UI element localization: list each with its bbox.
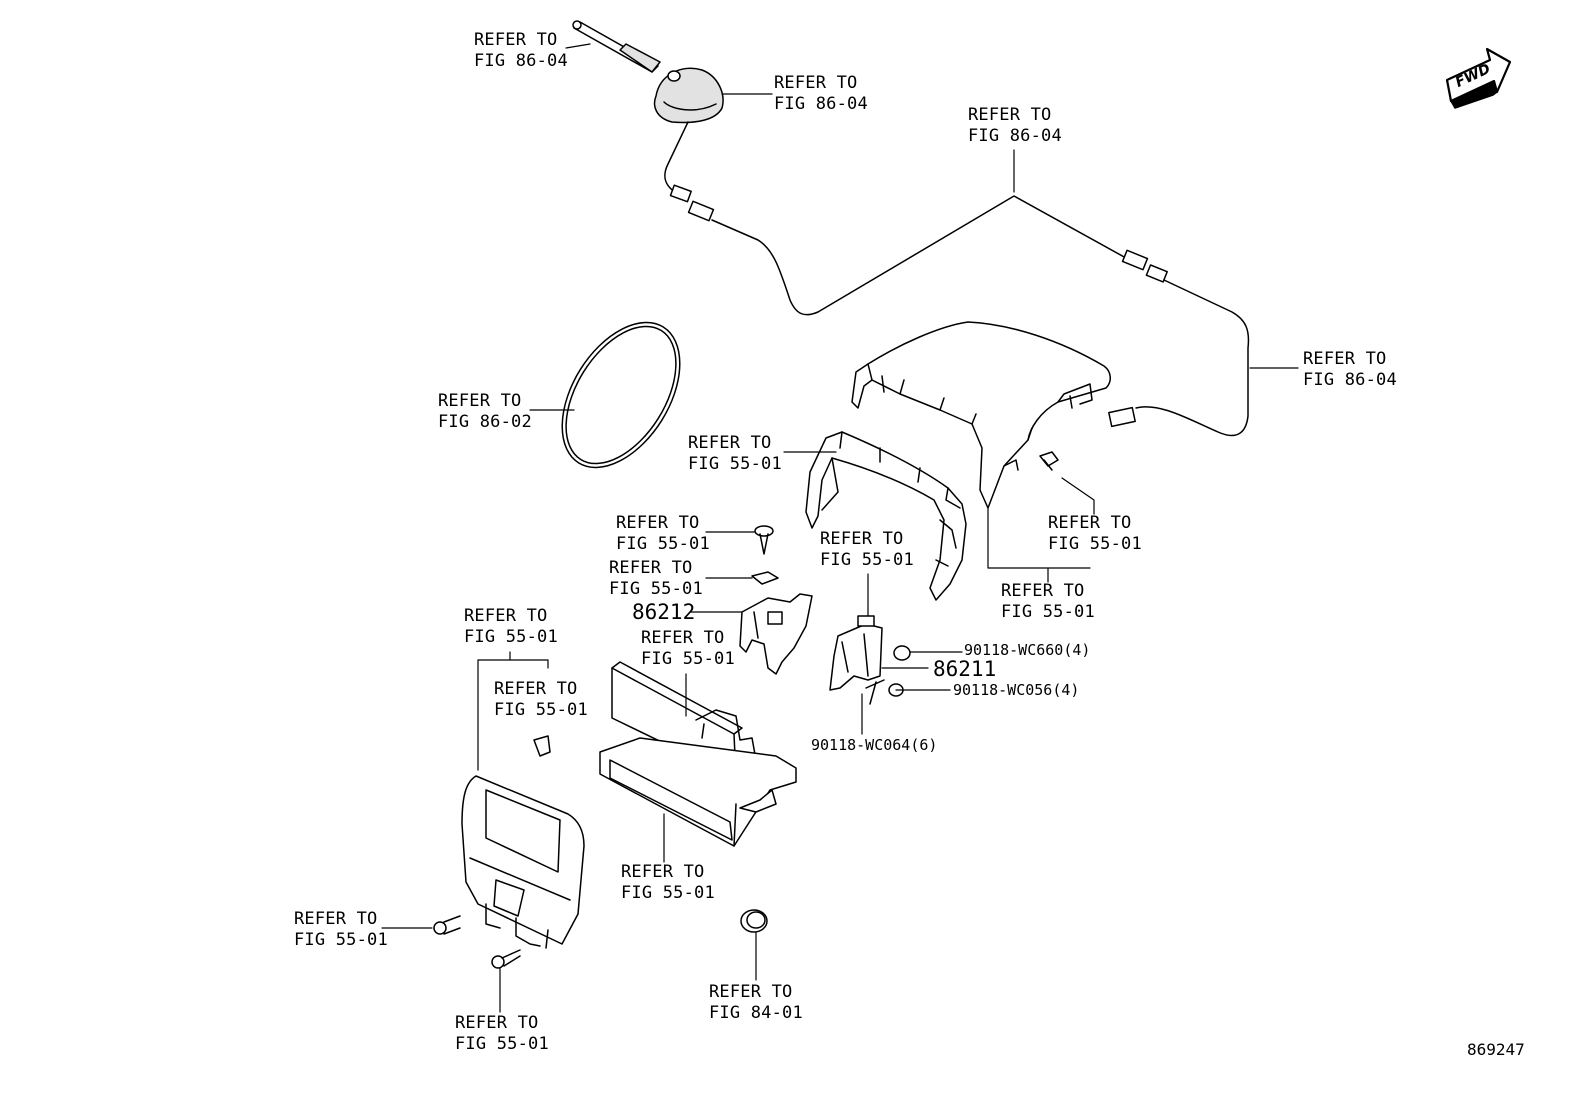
clip-bezel: [533, 735, 551, 757]
callout-line-2: FIG 86-04: [968, 126, 1062, 146]
callout-line-2: FIG 86-02: [438, 412, 532, 432]
bolts: [865, 645, 911, 705]
callout-line-2: FIG 86-04: [1303, 370, 1397, 390]
callout-line-2: FIG 55-01: [464, 627, 558, 647]
callout-line-1: REFER TO: [474, 30, 558, 50]
callout-line-2: FIG 55-01: [641, 649, 735, 669]
callout-line-2: FIG 55-01: [609, 579, 703, 599]
callout-line-1: REFER TO: [968, 105, 1052, 125]
callout-line-1: REFER TO: [438, 391, 522, 411]
callout-line-2: FIG 55-01: [688, 454, 782, 474]
meter-surround-frame: [805, 431, 967, 601]
fwd-arrow-icon: [1445, 47, 1512, 109]
screw-upper: [754, 525, 774, 555]
callout-line-2: FIG 84-01: [709, 1003, 803, 1023]
radio-housing: [599, 737, 797, 847]
callout-line-2: FIG 55-01: [621, 883, 715, 903]
clip-hood: [1039, 451, 1059, 471]
callout-line-1: REFER TO: [1048, 513, 1132, 533]
callout-line-2: FIG 55-01: [1048, 534, 1142, 554]
callout-line-1: REFER TO: [820, 529, 904, 549]
callout-line-2: FIG 55-01: [616, 534, 710, 554]
part-number-86211: 86211: [933, 657, 997, 681]
fastener-wc064: 90118-WC064(6): [811, 736, 938, 754]
drawing-id: 869247: [1467, 1040, 1525, 1059]
screw-bezel-bottom: [491, 949, 521, 969]
center-bezel-panel: [461, 775, 585, 949]
part-number-86212: 86212: [632, 600, 696, 624]
antenna-rod: [572, 20, 661, 73]
callout-line-1: REFER TO: [688, 433, 772, 453]
callout-line-1: REFER TO: [641, 628, 725, 648]
callout-line-2: FIG 86-04: [774, 94, 868, 114]
antenna-cable: [664, 121, 1250, 437]
callout-line-1: REFER TO: [616, 513, 700, 533]
cap-button: [740, 909, 768, 933]
bracket-86212: [739, 593, 813, 675]
callout-line-1: REFER TO: [1303, 349, 1387, 369]
speaker-cover: [561, 321, 681, 469]
callout-line-1: REFER TO: [455, 1013, 539, 1033]
callout-line-1: REFER TO: [464, 606, 548, 626]
callout-line-1: REFER TO: [609, 558, 693, 578]
antenna-base: [653, 67, 724, 124]
fastener-wc056: 90118-WC056(4): [953, 681, 1080, 699]
bracket-86211: [829, 615, 883, 691]
callout-line-2: FIG 55-01: [455, 1034, 549, 1054]
callout-line-1: REFER TO: [709, 982, 793, 1002]
callout-line-1: REFER TO: [294, 909, 378, 929]
leader-lines: [381, 43, 1299, 1013]
callout-line-2: FIG 55-01: [294, 930, 388, 950]
callout-line-1: REFER TO: [494, 679, 578, 699]
callout-line-2: FIG 55-01: [494, 700, 588, 720]
callout-line-1: REFER TO: [621, 862, 705, 882]
clip-upper: [751, 571, 779, 585]
dash-hood-panel: [851, 321, 1111, 509]
screw-bezel-left: [433, 915, 461, 935]
callout-line-2: FIG 55-01: [820, 550, 914, 570]
callout-line-2: FIG 86-04: [474, 51, 568, 71]
callout-line-1: REFER TO: [1001, 581, 1085, 601]
fastener-wc660: 90118-WC660(4): [964, 641, 1091, 659]
callout-line-2: FIG 55-01: [1001, 602, 1095, 622]
callout-line-1: REFER TO: [774, 73, 858, 93]
